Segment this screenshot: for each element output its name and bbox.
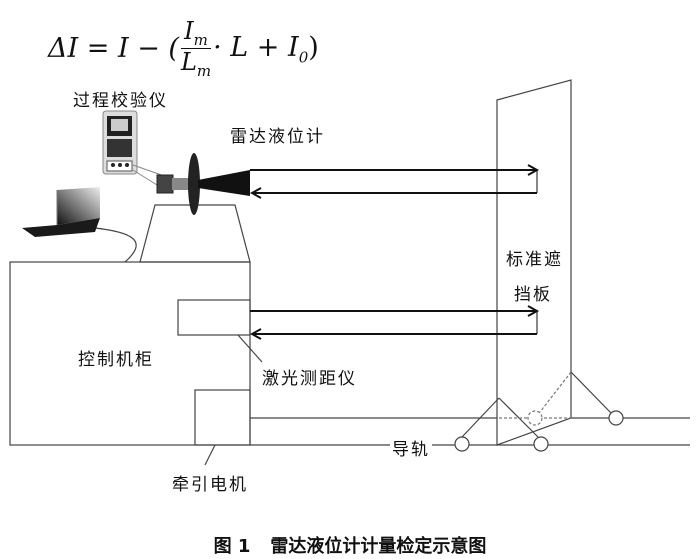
linkage (570, 371, 612, 414)
linkage (498, 397, 539, 438)
formula-denominator: Lm (181, 49, 211, 79)
caption-number: 图 1 (213, 536, 251, 557)
laptop-cable (94, 227, 137, 263)
figure-caption: 图 1 雷达液位计计量检定示意图 (0, 532, 700, 558)
wheel (454, 436, 470, 452)
error-formula: ΔI = I − ( Im Lm · L + I0) (48, 18, 319, 80)
formula-num-var: I (184, 17, 194, 45)
formula-rest-sub: 0 (298, 47, 309, 66)
formula-rest-text: · L + I (213, 31, 299, 63)
wheel (533, 436, 549, 452)
process-calibrator-icon (102, 110, 171, 191)
radar-level-gauge-icon (156, 153, 250, 215)
formula-den-var: L (180, 48, 197, 77)
laptop-icon (22, 187, 100, 237)
label-cabinet: 控制机柜 (78, 350, 154, 370)
formula-numerator: Im (181, 17, 211, 50)
formula-den-sub: m (196, 62, 212, 81)
formula-close: ) (308, 31, 319, 63)
caption-title: 雷达液位计计量检定示意图 (270, 536, 487, 557)
laser-leader-line (237, 334, 263, 363)
wheel (608, 410, 624, 426)
arrowhead-left (249, 187, 262, 199)
pedestal (139, 204, 251, 263)
motor-leader-line (204, 444, 216, 466)
label-calibrator: 过程校验仪 (73, 91, 168, 111)
label-laser: 激光测距仪 (262, 369, 357, 389)
linkage (461, 397, 500, 438)
control-cabinet (9, 261, 251, 446)
label-board-line1: 标准遮 (506, 250, 563, 270)
formula-rest: · L + I0) (213, 32, 319, 66)
label-board-line2: 挡板 (514, 285, 552, 305)
linkage-hidden (539, 371, 572, 413)
wheel-hidden (527, 410, 543, 426)
traction-motor (194, 389, 251, 446)
formula-fraction: Im Lm (181, 18, 211, 80)
label-radar: 雷达液位计 (230, 127, 325, 147)
formula-num-sub: m (193, 30, 208, 49)
laser-rangefinder (177, 299, 251, 336)
formula-eq: = I − ( (78, 33, 179, 65)
label-motor: 牵引电机 (172, 475, 248, 495)
label-rail: 导轨 (392, 440, 430, 460)
arrowhead-left (249, 328, 262, 340)
formula-lhs: ΔI (48, 33, 79, 65)
